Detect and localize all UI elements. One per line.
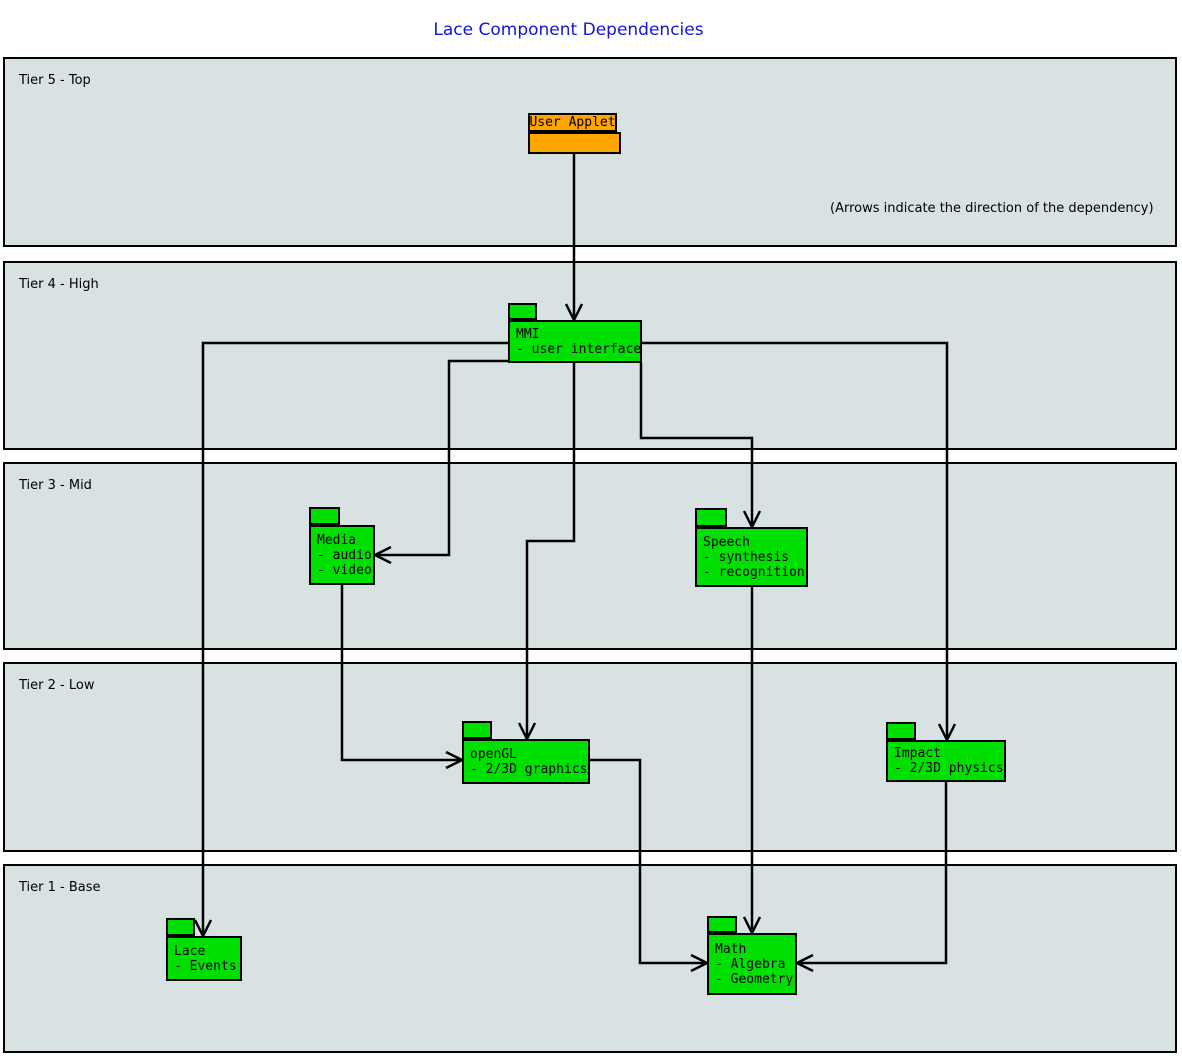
package-body: Speech - synthesis - recognition [695, 527, 808, 587]
component-detail: - video [317, 562, 372, 578]
package-tab-icon [886, 722, 916, 740]
component-detail: - Geometry [715, 971, 794, 987]
component-detail: - 2/3D graphics [470, 761, 588, 777]
package-tab-icon [462, 721, 492, 739]
tier-label-5: Tier 5 - Top [19, 73, 91, 88]
tier-label-1: Tier 1 - Base [19, 880, 101, 895]
component-detail: - Events [174, 958, 237, 974]
package-body: openGL - 2/3D graphics [462, 739, 590, 784]
tier-label-2: Tier 2 - Low [19, 678, 95, 693]
component-name: Math [715, 941, 747, 957]
component-detail: - synthesis [703, 549, 790, 565]
component-name: Impact [894, 746, 941, 761]
tier-band-3: Tier 3 - Mid [3, 462, 1177, 650]
package-body: Math - Algebra - Geometry [707, 933, 797, 995]
package-body: Lace - Events [166, 936, 242, 981]
tier-label-4: Tier 4 - High [19, 277, 99, 292]
package-body: Media - audio - video [309, 525, 375, 585]
component-name: MMI [516, 326, 540, 342]
package-body: MMI - user interface [508, 320, 642, 363]
tier-label-3: Tier 3 - Mid [19, 478, 92, 493]
component-name: Speech [703, 534, 750, 550]
component-detail: - audio [317, 547, 372, 563]
component-detail: - 2/3D physics [894, 761, 1004, 776]
component-detail: - user interface [516, 341, 642, 357]
user-applet-label: User Applet [528, 113, 617, 132]
component-name: Lace [174, 943, 206, 959]
component-detail: - recognition [703, 564, 805, 580]
tier-band-4: Tier 4 - High [3, 261, 1177, 450]
dependency-note: (Arrows indicate the direction of the de… [830, 201, 1154, 216]
package-tab-icon [166, 918, 195, 936]
package-tab-icon [695, 508, 727, 527]
diagram-title: Lace Component Dependencies [433, 20, 704, 40]
component-name: openGL [470, 746, 517, 762]
package-tab-icon [508, 303, 537, 320]
component-detail: - Algebra [715, 956, 786, 972]
package-body: Impact - 2/3D physics [886, 740, 1006, 782]
user-applet-body [528, 132, 621, 154]
package-tab-icon [309, 507, 340, 525]
package-tab-icon [707, 916, 737, 933]
component-name: Media [317, 532, 357, 548]
